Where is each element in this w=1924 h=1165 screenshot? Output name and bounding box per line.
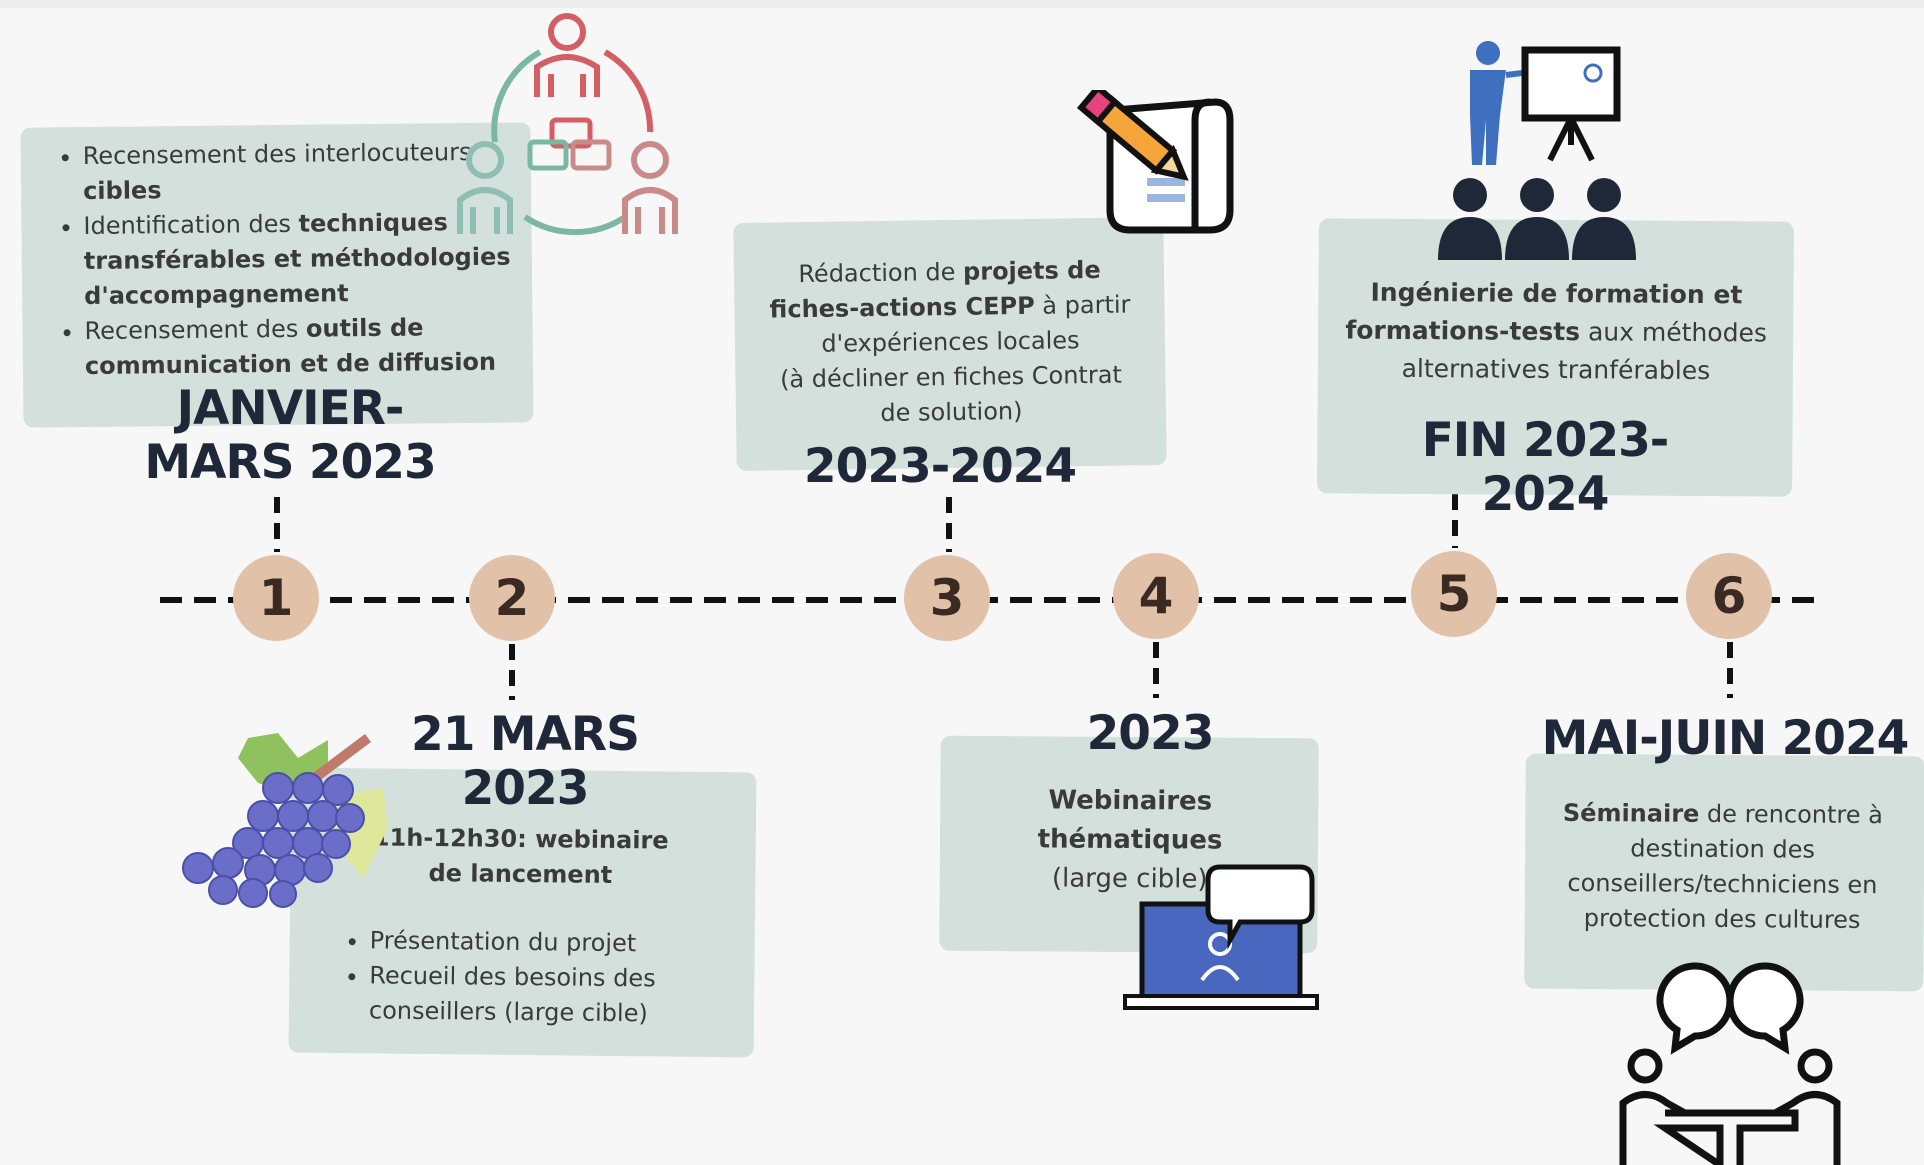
date-step-5-line1: FIN 2023- (1421, 413, 1670, 468)
step-2-circle: 2 (469, 555, 555, 641)
connector-4 (1153, 642, 1159, 698)
card-step-3: Rédaction de projets de fiches-actions C… (733, 217, 1167, 471)
card4-line1: Webinaires thématiques (1037, 785, 1223, 856)
meeting-discussion-icon (1619, 962, 1841, 1165)
timeline-axis (160, 597, 1820, 603)
card1-bullet3-text: Recensement des (84, 314, 307, 346)
card2-bullet2: Recueil des besoins des conseillers (lar… (369, 958, 730, 1032)
card2-bullet1: Présentation du projet (370, 923, 730, 962)
step-6-circle: 6 (1686, 553, 1772, 639)
step-4-circle: 4 (1113, 553, 1199, 639)
date-step-6: MAI-JUIN 2024 (1541, 711, 1910, 766)
date-step-5: FIN 2023- 2024 (1395, 414, 1695, 522)
date-step-3: 2023-2024 (803, 439, 1077, 494)
connector-2 (509, 644, 515, 700)
date-step-2: 21 MARS 2023 (380, 708, 670, 816)
step-3-circle: 3 (904, 555, 990, 641)
card1-bullet1-text: Recensement des interlocuteurs (82, 137, 472, 171)
card6-text-bold: Séminaire (1562, 798, 1700, 828)
date-step-2-line2: 2023 (461, 761, 590, 816)
people-network-icon (457, 13, 678, 236)
date-step-1-line2: MARS 2023 (144, 435, 436, 490)
top-border (0, 0, 1924, 8)
date-step-5-line2: 2024 (1481, 467, 1610, 522)
date-step-1: JANVIER- MARS 2023 (110, 382, 470, 490)
card1-bullet1-bold: cibles (82, 176, 162, 206)
connector-5 (1452, 494, 1458, 548)
connector-3 (946, 497, 952, 552)
laptop-chat-icon (1123, 864, 1319, 1010)
card1-bullet2-text: Identification des (83, 209, 299, 241)
pencil-document-icon (1076, 90, 1234, 234)
connector-1 (274, 497, 280, 552)
grapes-icon (182, 733, 388, 908)
card3-text1: Rédaction de (798, 257, 964, 289)
date-step-1-line1: JANVIER- (176, 381, 405, 436)
date-step-2-line1: 21 MARS (411, 707, 640, 762)
step-1-circle: 1 (233, 555, 319, 641)
connector-6 (1727, 642, 1733, 698)
card2-subtitle: 11h-12h30: webinaire de lancement (372, 823, 669, 889)
presentation-audience-icon (1438, 41, 1636, 260)
step-5-circle: 5 (1411, 551, 1497, 637)
card3-text3: (à décliner en fiches Contrat de solutio… (779, 360, 1123, 427)
date-step-4: 2023 (1086, 706, 1215, 761)
